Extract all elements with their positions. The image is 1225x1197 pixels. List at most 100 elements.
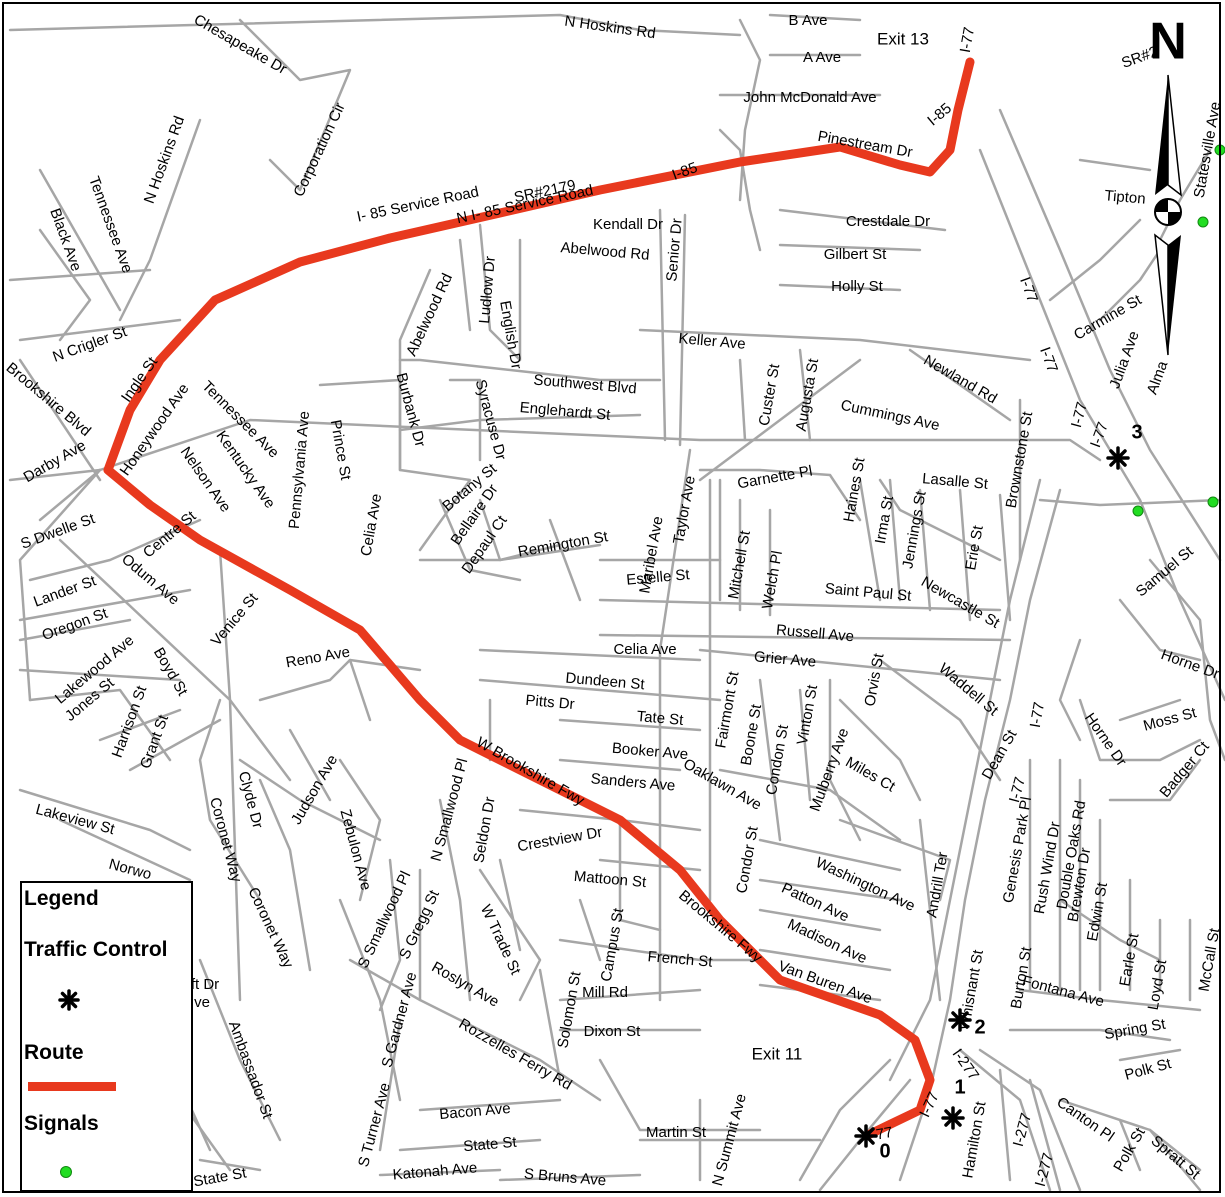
street-label: Venice St (208, 589, 262, 649)
road-segment (1058, 638, 1082, 742)
route-line (103, 57, 975, 1140)
street-label: Dixon St (584, 1023, 642, 1040)
street-label: Crestview Dr (516, 824, 603, 856)
road-segment (18, 788, 192, 852)
marker-number: 2 (974, 1016, 985, 1038)
traffic-control-star (854, 1124, 878, 1148)
street-label: N Hoskins Rd (141, 114, 188, 206)
road-segment (58, 818, 192, 882)
marker-number: 3 (1131, 421, 1142, 443)
street-label: I-85 (670, 159, 700, 184)
road-segment (238, 758, 382, 842)
street-label: Bacon Ave (439, 1100, 512, 1123)
street-label: Celia Ave (358, 492, 386, 557)
street-label: Tipton (1104, 187, 1146, 208)
street-label: Martin St (646, 1124, 707, 1141)
road-segment (348, 958, 602, 1102)
street-label: I-77 (1006, 775, 1029, 804)
road-segment (618, 818, 662, 932)
road-segment (18, 318, 182, 342)
street-label: Kendall Dr (593, 216, 663, 233)
street-label: Welch Pl (759, 549, 786, 610)
traffic-control-icon (58, 989, 80, 1011)
street-label: State St (463, 1134, 518, 1156)
street-label: I-77 (1016, 275, 1041, 305)
road-segment (888, 478, 902, 602)
street-label: Condor St (733, 824, 762, 894)
street-label: Taylor Ave (670, 474, 699, 545)
street-label: Mattoon St (573, 868, 648, 891)
street-label: Campus St (598, 906, 628, 983)
road-segment (418, 1098, 562, 1112)
street-label: Samuel St (1133, 542, 1198, 600)
road-segment (378, 1018, 402, 1152)
road-segment (1078, 698, 1202, 762)
street-label: State St (192, 1164, 248, 1190)
street-label: Corporation Cir (290, 100, 348, 199)
road-segment (478, 223, 522, 362)
street-label: Sanders Ave (590, 770, 676, 794)
road-segment (828, 678, 862, 842)
road-segment (498, 1173, 642, 1182)
street-label: Edwin St (1084, 880, 1111, 942)
road-network (8, 13, 1225, 1192)
road-segment (758, 948, 892, 972)
street-label: Coronet Way (244, 885, 296, 971)
street-label: A Ave (803, 49, 841, 66)
road-segment (1008, 1028, 1172, 1042)
street-label: I-77 (1036, 345, 1061, 375)
north-letter: N (1149, 13, 1187, 71)
street-label: Canton Pl (1053, 1094, 1117, 1146)
street-label: Keller Ave (678, 330, 746, 353)
signal-dot (1197, 216, 1209, 228)
road-segment (558, 938, 762, 962)
road-segment (718, 768, 902, 842)
street-label: John McDonald Ave (743, 89, 876, 106)
road-segment (128, 718, 222, 772)
road-segment (198, 958, 282, 1142)
road-segment (798, 1058, 892, 1182)
road-segment (1148, 1128, 1202, 1192)
road-segment (8, 13, 742, 37)
road-segment (258, 778, 312, 972)
road-segment (288, 728, 332, 802)
road-segment (758, 878, 902, 902)
street-label: Dean St (979, 726, 1021, 782)
exit-label: Exit 11 (752, 1044, 803, 1063)
road-segment (698, 468, 862, 522)
street-label: Newland Rd (921, 352, 1000, 408)
street-label: Crestdale Dr (846, 213, 930, 230)
road-segment (18, 618, 132, 642)
street-label: Zebulon Ave (337, 808, 375, 893)
street-label: Mitchell St (725, 529, 754, 601)
road-segment (878, 658, 1002, 782)
street-label: Holly St (831, 278, 884, 295)
signal-dot (1132, 505, 1144, 517)
road-segment (1118, 1048, 1182, 1062)
street-label: Fairmont St (712, 669, 742, 749)
road-segment (38, 228, 92, 342)
street-label: N Crigler St (50, 323, 129, 366)
legend-route-label: Route (24, 1041, 84, 1064)
arrow-tail-left (1154, 233, 1169, 356)
street-label: Brookshire Blvd (3, 359, 94, 440)
road-segment (198, 698, 262, 902)
street-label: Newcastle St (918, 573, 1003, 632)
street-label: Coronet Way (206, 796, 245, 885)
street-label: Southwest Blvd (533, 371, 637, 397)
legend-signals-label: Signals (24, 1112, 99, 1135)
legend-traffic-control-label: Traffic Control (24, 938, 168, 961)
road-segment (978, 1048, 1082, 1192)
street-label: Vinton St (794, 683, 821, 746)
road-segment (598, 858, 702, 872)
road-segment (8, 268, 152, 282)
road-segment (698, 648, 1002, 682)
street-label: Alma (1144, 358, 1172, 397)
road-segment (398, 358, 662, 382)
legend-title: Legend (24, 887, 99, 910)
street-label: Burbank Dr (392, 371, 428, 449)
street-label: French St (647, 948, 714, 971)
road-segment (798, 348, 812, 442)
route-path (103, 57, 975, 1140)
